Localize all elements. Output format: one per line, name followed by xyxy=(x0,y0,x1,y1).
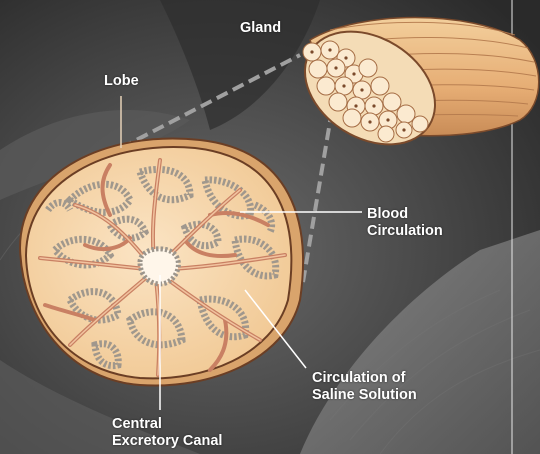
label-saline-line2: Saline Solution xyxy=(312,387,417,404)
label-blood-line1: Blood xyxy=(367,206,443,223)
label-gland: Gland xyxy=(240,20,281,37)
label-blood-line2: Circulation xyxy=(367,223,443,240)
lobe-cross-section xyxy=(20,138,303,385)
label-saline-line1: Circulation of xyxy=(312,370,417,387)
label-saline-circulation: Circulation of Saline Solution xyxy=(312,370,417,404)
label-central-line1: Central xyxy=(112,416,222,433)
label-central-line2: Excretory Canal xyxy=(112,433,222,450)
label-central-excretory-canal: Central Excretory Canal xyxy=(112,416,222,450)
label-lobe: Lobe xyxy=(104,73,139,90)
label-blood-circulation: Blood Circulation xyxy=(367,206,443,240)
